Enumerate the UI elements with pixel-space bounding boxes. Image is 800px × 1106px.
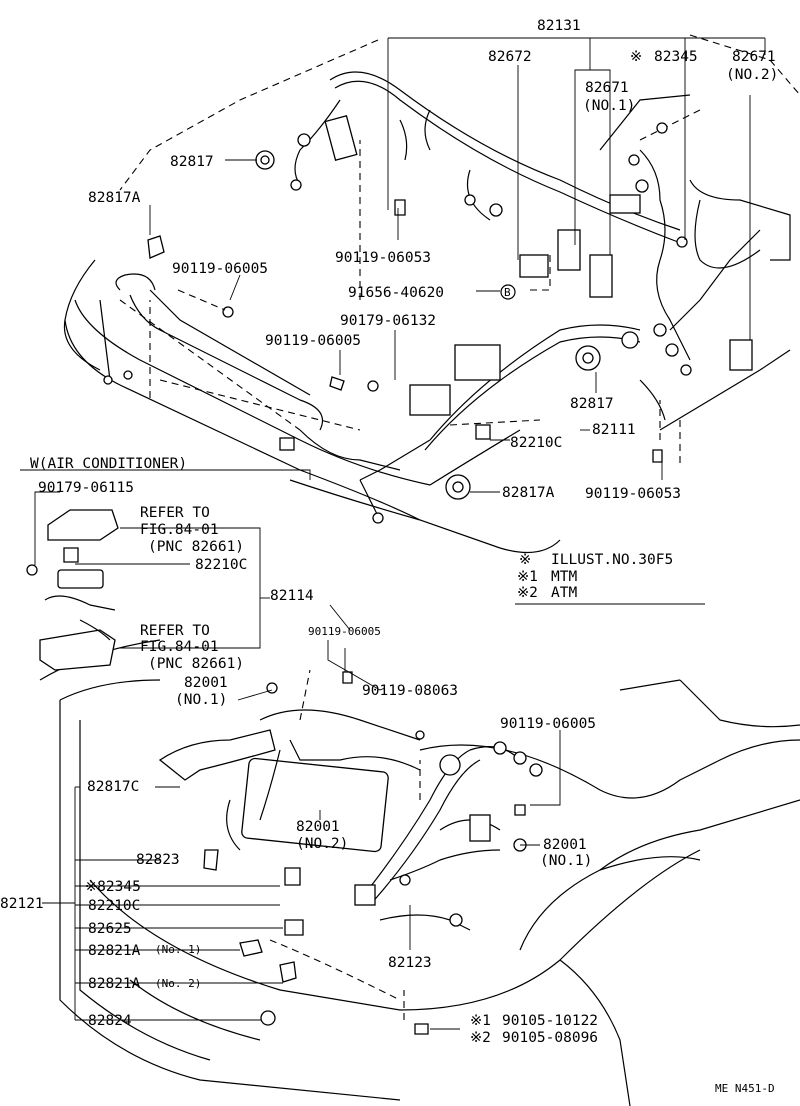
label-82817-top: 82817 (170, 154, 214, 170)
label-82111: 82111 (592, 422, 636, 438)
label-82817a-mid: 82817A (502, 485, 555, 501)
label-82821a-no2-sub: (No. 2) (155, 977, 201, 990)
label-82001-no2: 82001 (296, 819, 340, 835)
label-90179-06132: 90179-06132 (340, 313, 436, 329)
label-90119-06005-small: 90119-06005 (308, 625, 381, 638)
lower-body-outline (39, 639, 800, 1106)
label-82817-mid: 82817 (570, 396, 614, 412)
label-82210c-top: 82210C (510, 435, 562, 451)
legend-row1-text: ILLUST.NO.30F5 (551, 552, 673, 568)
footer-code: ME N451-D (715, 1082, 775, 1095)
label-82345-lower: ※82345 (85, 879, 141, 895)
label-fig-84-01-a: FIG.84-01 (140, 522, 219, 538)
label-82671-no1: 82671 (585, 80, 629, 96)
label-82001-no1-b-sub: (NO.1) (540, 853, 592, 869)
legend-row3-text: ATM (551, 585, 577, 601)
label-82824: 82824 (88, 1013, 132, 1029)
callout-labels: 82131 82672 ※ 82345 82671 (NO.2) 82671 (… (0, 18, 778, 1095)
lower-harness-and-parts (26, 509, 543, 1035)
label-82625: 82625 (88, 921, 132, 937)
label-82131: 82131 (537, 18, 581, 34)
upper-engine-bay-outline (63, 34, 800, 554)
label-82210c-mid: 82210C (195, 557, 247, 573)
label-82671-no2-sub: (NO.2) (726, 67, 778, 83)
label-82671-no1-sub: (NO.1) (583, 98, 635, 114)
label-82001-no1-b: 82001 (543, 837, 587, 853)
b-circle-mark (500, 284, 516, 300)
label-90119-08063: 90119-08063 (362, 683, 458, 699)
label-90119-06005-lower: 90119-06005 (500, 716, 596, 732)
label-82001-no1-a: 82001 (184, 675, 228, 691)
label-pnc-82661-a: (PNC 82661) (148, 539, 244, 555)
label-82345-mark: ※ (630, 49, 642, 65)
label-90119-06005-mid: 90119-06005 (265, 333, 361, 349)
label-82210c-lower: 82210C (88, 898, 140, 914)
label-82114: 82114 (270, 588, 314, 604)
label-90179-06115: 90179-06115 (38, 480, 134, 496)
label-90105-10122: 90105-10122 (502, 1013, 598, 1029)
label-pnc-82661-b: (PNC 82661) (148, 656, 244, 672)
label-82817c: 82817C (87, 779, 139, 795)
label-82671-no2: 82671 (732, 49, 776, 65)
legend-row2-mark: ※1 (517, 569, 538, 585)
label-82001-no1-a-sub: (NO.1) (175, 692, 227, 708)
label-refer-to-1: REFER TO (140, 505, 210, 521)
label-82345: 82345 (654, 49, 698, 65)
legend-row3-mark: ※2 (517, 585, 538, 601)
label-90105-08096-mark: ※2 (470, 1030, 491, 1046)
label-82821a-no1-sub: (No. 1) (155, 943, 201, 956)
label-90119-06053-mid: 90119-06053 (585, 486, 681, 502)
label-w-air-conditioner: W(AIR CONDITIONER) (30, 456, 187, 472)
label-90119-06053-top: 90119-06053 (335, 250, 431, 266)
label-82821a-no1: 82821A (88, 943, 141, 959)
upper-leader-lines (20, 37, 766, 649)
legend-row1-mark: ※ (519, 552, 531, 568)
label-82817a-top: 82817A (88, 190, 141, 206)
label-fig-84-01-b: FIG.84-01 (140, 639, 219, 655)
label-82672: 82672 (488, 49, 532, 65)
label-82821a-no2: 82821A (88, 976, 141, 992)
label-82123: 82123 (388, 955, 432, 971)
legend-row2-text: MTM (551, 569, 577, 585)
upper-parts-drawings (103, 115, 753, 524)
label-91656-40620: 91656-40620 (348, 285, 444, 301)
legend: ※ ILLUST.NO.30F5 ※1 MTM ※2 ATM (517, 552, 673, 601)
label-82121: 82121 (0, 896, 44, 912)
label-90119-06005-top: 90119-06005 (172, 261, 268, 277)
label-refer-to-2: REFER TO (140, 623, 210, 639)
label-91656-40620-mark: B (504, 286, 511, 299)
label-90105-08096: 90105-08096 (502, 1030, 598, 1046)
lower-leader-lines (42, 603, 705, 1030)
label-82823: 82823 (136, 852, 180, 868)
label-82001-no2-sub: (NO.2) (296, 836, 348, 852)
label-90105-10122-mark: ※1 (470, 1013, 491, 1029)
